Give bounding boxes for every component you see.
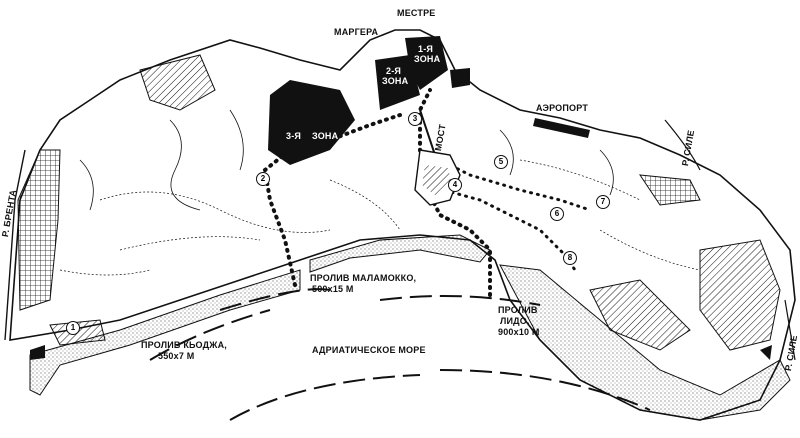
- east-grid-area: [638, 174, 701, 206]
- industrial-zone-east: [450, 68, 470, 88]
- river-sile-top: [664, 119, 701, 171]
- river-branches: [79, 109, 614, 211]
- north-hatched-area: [139, 54, 216, 111]
- label-mestre: МЕСТРЕ: [397, 8, 436, 18]
- airport-runway: [533, 118, 590, 138]
- label-airport: АЭРОПОРТ: [536, 103, 589, 113]
- marker-6: 6: [550, 207, 564, 221]
- coast-waves: [149, 288, 651, 421]
- venice-city-detail: [422, 165, 452, 195]
- label-lido-name2: ЛИДО,: [500, 316, 530, 326]
- label-lido-size: 900х10 М: [498, 327, 540, 337]
- lagoon-outline: [9, 29, 796, 421]
- label-zone2-num: 2-Я: [386, 66, 402, 76]
- label-zone1-word: ЗОНА: [414, 54, 441, 64]
- industrial-zone-3: [268, 80, 355, 165]
- small-black-patch-east: [760, 345, 772, 360]
- lagoon-channels: [59, 159, 701, 276]
- label-chioggia-size: 550х7 М: [158, 351, 195, 361]
- marker-1: 1: [66, 321, 80, 335]
- label-lido-name: ПРОЛИВ: [498, 305, 538, 315]
- brenta-grid-area: [17, 149, 61, 311]
- label-sea: АДРИАТИЧЕСКОЕ МОРЕ: [312, 345, 426, 355]
- label-malamocco-name: ПРОЛИВ МАЛАМОККО,: [310, 273, 417, 283]
- industrial-zone-1: [405, 36, 448, 90]
- east-hatched-area: [699, 239, 781, 351]
- marker-2: 2: [256, 172, 270, 186]
- label-chioggia-name: ПРОЛИВ КЬОДЖА,: [141, 340, 227, 350]
- label-zone1-num: 1-Я: [418, 44, 434, 54]
- barrier-lido-malamocco: [309, 234, 491, 273]
- small-black-patch-south: [30, 345, 45, 360]
- canal-malamocco: [262, 113, 402, 287]
- label-zone3-word: ЗОНА: [312, 131, 339, 141]
- label-zone3-num: 3-Я: [286, 131, 302, 141]
- label-malamocco-size: 500х15 М: [312, 284, 354, 294]
- barrier-pellestrina: [29, 269, 301, 396]
- label-margera: МАРГЕРА: [334, 27, 379, 37]
- marker-7: 7: [596, 195, 610, 209]
- river-brenta: [4, 149, 26, 341]
- label-zone2-word: ЗОНА: [382, 76, 409, 86]
- marker-4: 4: [448, 178, 462, 192]
- marker-8: 8: [563, 251, 577, 265]
- marker-3: 3: [408, 112, 422, 126]
- river-sile-bottom: [784, 299, 796, 361]
- industrial-zone-2: [375, 55, 420, 110]
- marker-5: 5: [494, 155, 508, 169]
- barrier-cavallino: [499, 264, 791, 421]
- southeast-hatched-area: [589, 279, 691, 351]
